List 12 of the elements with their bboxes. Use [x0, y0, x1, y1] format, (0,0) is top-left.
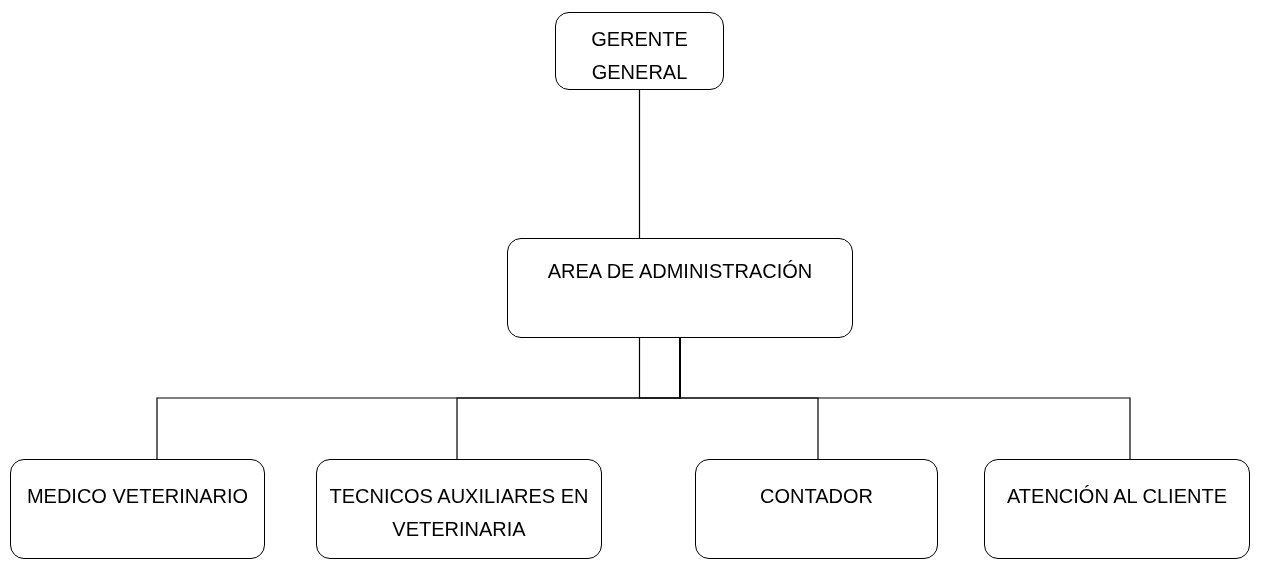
- org-box: [10, 459, 265, 559]
- box-label: ATENCIÓN AL CLIENTE: [1006, 484, 1228, 509]
- org-box: [984, 459, 1250, 559]
- box-label: GERENTE GENERAL: [590, 27, 689, 85]
- org-box: [316, 459, 602, 559]
- org-box: [507, 238, 853, 338]
- box-label: CONTADOR: [760, 484, 873, 509]
- box-label: AREA DE ADMINISTRACIÓN: [547, 259, 813, 284]
- box-label: MEDICO VETERINARIO: [26, 484, 249, 509]
- org-box: [695, 459, 938, 559]
- box-label: TECNICOS AUXILIARES EN VETERINARIA: [329, 484, 589, 542]
- org-box: [555, 12, 724, 90]
